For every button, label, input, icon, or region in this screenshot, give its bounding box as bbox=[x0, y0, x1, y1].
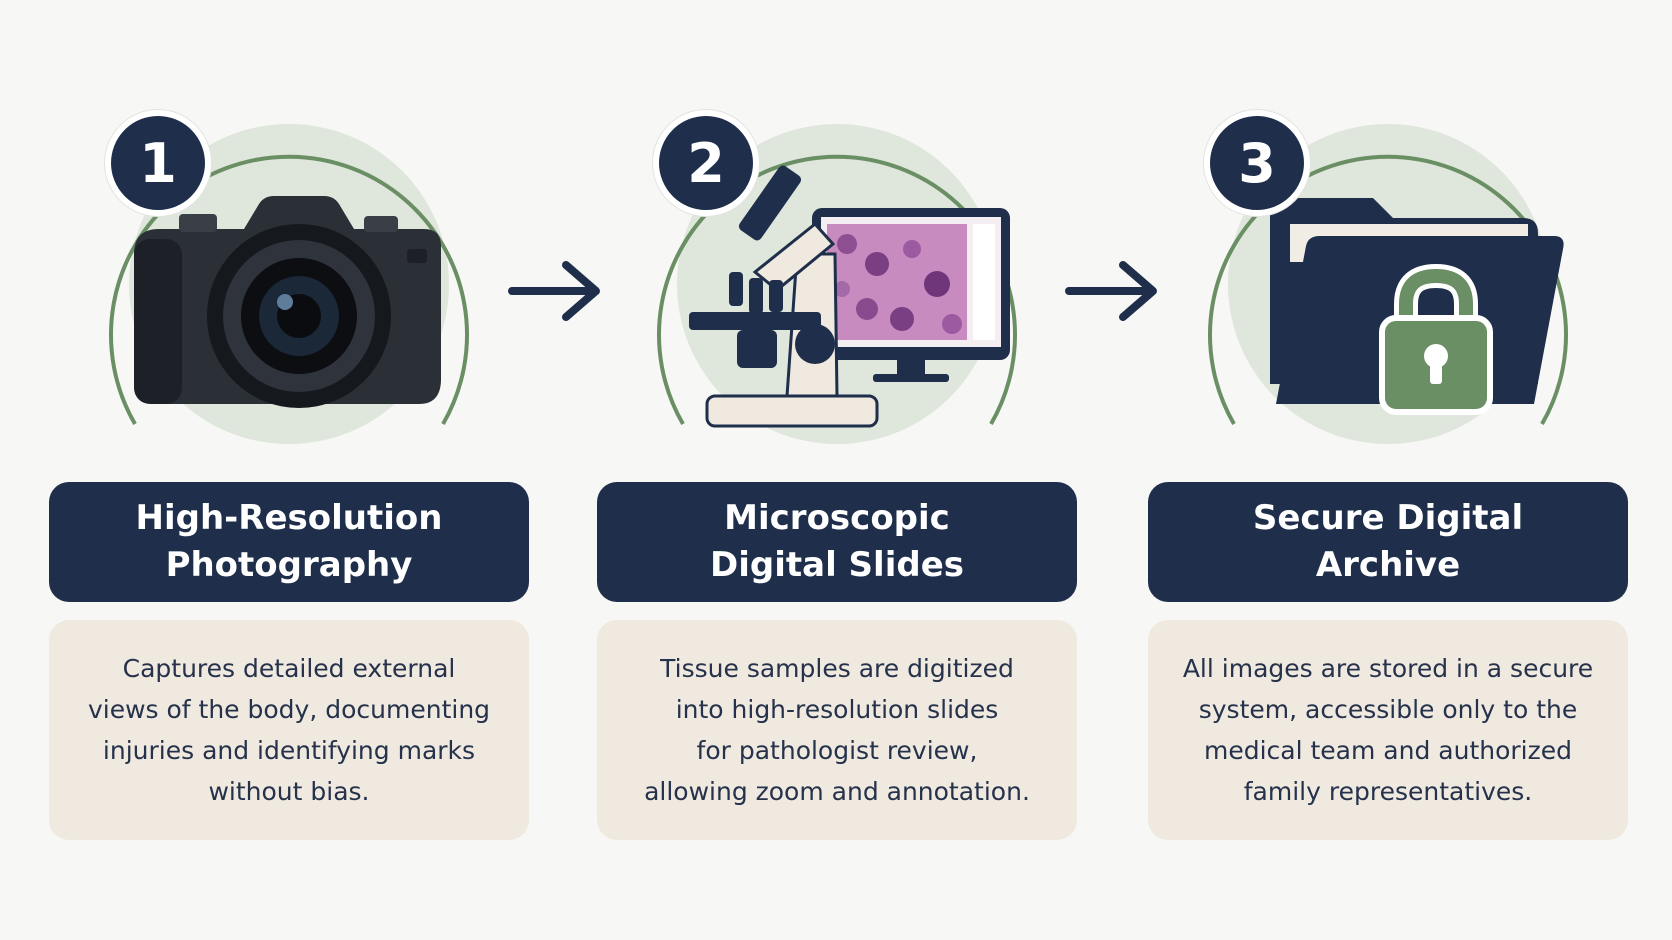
step-3-badge: 3 bbox=[1204, 110, 1310, 216]
step-2-illustration bbox=[657, 124, 1017, 444]
lock-icon bbox=[1379, 263, 1493, 415]
locked-folder-icon bbox=[1270, 198, 1564, 415]
step-3-title: Secure Digital Archive bbox=[1148, 482, 1628, 602]
step-2-desc-line-1: Tissue samples are digitized bbox=[660, 654, 1014, 683]
monitor-icon bbox=[812, 208, 1010, 382]
step-1-desc-line-1: Captures detailed external bbox=[122, 654, 456, 683]
step-3-title-line-2: Archive bbox=[1315, 545, 1461, 585]
step-2-badge: 2 bbox=[653, 110, 759, 216]
step-2-desc-line-4: allowing zoom and annotation. bbox=[644, 777, 1030, 806]
arrow-right-icon bbox=[508, 261, 600, 321]
step-1-description: Captures detailed external views of the … bbox=[49, 620, 529, 840]
step-2-title-line-2: Digital Slides bbox=[710, 545, 964, 585]
step-3-desc-line-4: family representatives. bbox=[1243, 777, 1533, 806]
microscope-icon bbox=[689, 165, 879, 428]
step-3: 3 Secure Digital Archive All images are … bbox=[1148, 0, 1628, 940]
step-2-desc-line-3: for pathologist review, bbox=[696, 736, 978, 765]
step-1-title: High-Resolution Photography bbox=[49, 482, 529, 602]
step-2-title-line-1: Microscopic bbox=[724, 498, 950, 538]
step-1-title-line-1: High-Resolution bbox=[135, 498, 443, 538]
arrow-right-icon bbox=[1065, 261, 1157, 321]
step-3-desc-line-2: system, accessible only to the bbox=[1198, 695, 1578, 724]
step-2-desc-line-2: into high-resolution slides bbox=[675, 695, 999, 724]
step-3-title-line-1: Secure Digital bbox=[1252, 498, 1524, 538]
camera-icon bbox=[134, 196, 441, 408]
step-1-desc-line-4: without bias. bbox=[208, 777, 370, 806]
step-1-illustration bbox=[109, 124, 469, 444]
step-3-description: All images are stored in a secure system… bbox=[1148, 620, 1628, 840]
step-2: 2 Microscopic Digital Slides Tissue samp… bbox=[597, 0, 1077, 940]
step-1-title-line-2: Photography bbox=[165, 545, 413, 585]
step-1-desc-line-2: views of the body, documenting bbox=[87, 695, 491, 724]
step-3-desc-line-1: All images are stored in a secure bbox=[1182, 654, 1594, 683]
step-1: 1 High-Resolution Photography Captures d… bbox=[49, 0, 529, 940]
step-3-desc-line-3: medical team and authorized bbox=[1203, 736, 1572, 765]
step-3-illustration bbox=[1208, 124, 1568, 444]
step-2-title: Microscopic Digital Slides bbox=[597, 482, 1077, 602]
step-2-description: Tissue samples are digitized into high-r… bbox=[597, 620, 1077, 840]
step-1-badge: 1 bbox=[105, 110, 211, 216]
step-1-desc-line-3: injuries and identifying marks bbox=[102, 736, 476, 765]
